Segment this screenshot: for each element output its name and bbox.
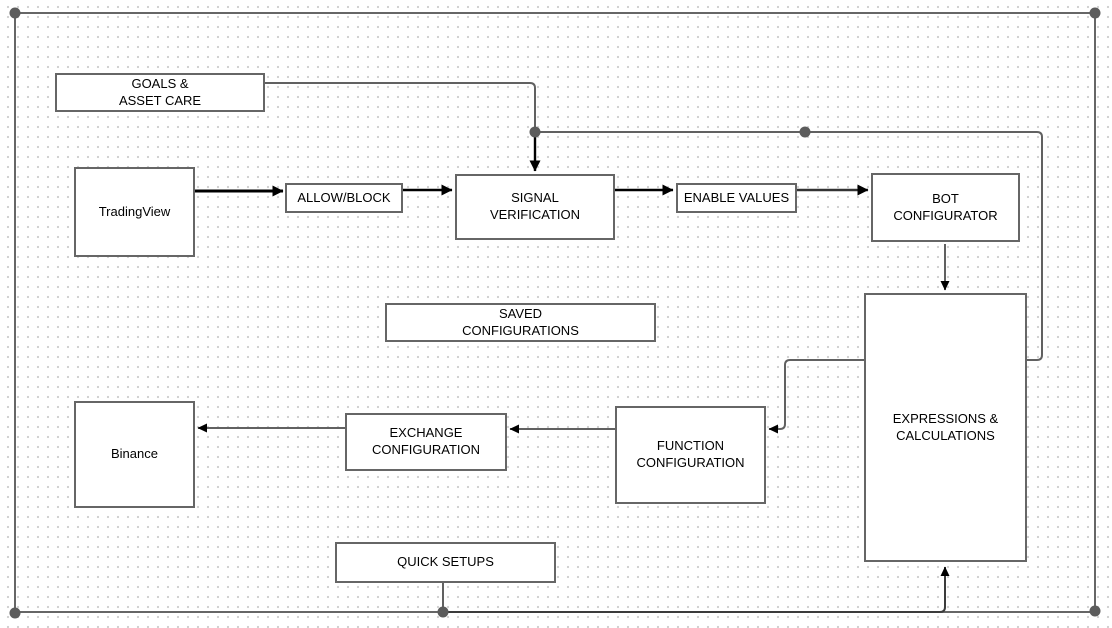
node-enable-values-label: ENABLE VALUES: [683, 189, 790, 205]
node-saved-configurations-label: SAVED CONFIGURATIONS: [462, 305, 579, 338]
node-tradingview-label: TradingView: [98, 203, 171, 219]
corner-dot-top-left[interactable]: [9, 7, 21, 19]
node-goals-asset-care-label: GOALS & ASSET CARE: [118, 75, 202, 108]
node-signal-verification-label: SIGNAL VERIFICATION: [489, 190, 581, 222]
edge-quicksetups-to-expressions[interactable]: [443, 566, 950, 613]
waypoint-dot-bottom-line[interactable]: [437, 606, 449, 618]
corner-dot-bottom-right[interactable]: [1089, 605, 1101, 617]
edge-goals-to-droppoint[interactable]: [265, 82, 536, 127]
node-enable-values[interactable]: ENABLE VALUES: [676, 183, 797, 213]
corner-dot-top-right[interactable]: [1089, 7, 1101, 19]
node-tradingview[interactable]: TradingView: [74, 167, 195, 257]
node-saved-configurations[interactable]: SAVED CONFIGURATIONS: [385, 303, 656, 342]
edge-rightside-to-expressions[interactable]: [535, 131, 1043, 361]
node-exchange-configuration-label: EXCHANGE CONFIGURATION: [371, 425, 481, 457]
node-function-configuration-label: FUNCTION CONFIGURATION: [636, 438, 745, 470]
node-allow-block-label: ALLOW/BLOCK: [297, 189, 391, 205]
waypoint-dot-top-line[interactable]: [799, 126, 811, 138]
waypoint-dot-signal-branch[interactable]: [529, 126, 541, 138]
edge-expressions-to-function[interactable]: [768, 359, 864, 434]
node-expressions-calculations-label: EXPRESSIONS & CALCULATIONS: [892, 410, 999, 443]
node-exchange-configuration[interactable]: EXCHANGE CONFIGURATION: [345, 413, 507, 471]
node-expressions-calculations[interactable]: EXPRESSIONS & CALCULATIONS: [864, 293, 1027, 562]
node-bot-configurator-label: BOT CONFIGURATOR: [893, 190, 998, 223]
node-quick-setups[interactable]: QUICK SETUPS: [335, 542, 556, 583]
node-function-configuration[interactable]: FUNCTION CONFIGURATION: [615, 406, 766, 504]
node-signal-verification[interactable]: SIGNAL VERIFICATION: [455, 174, 615, 240]
node-binance-label: Binance: [111, 446, 158, 462]
corner-dot-bottom-left[interactable]: [9, 607, 21, 619]
node-allow-block[interactable]: ALLOW/BLOCK: [285, 183, 403, 213]
node-quick-setups-label: QUICK SETUPS: [397, 554, 494, 570]
node-binance[interactable]: Binance: [74, 401, 195, 508]
node-bot-configurator[interactable]: BOT CONFIGURATOR: [871, 173, 1020, 242]
node-goals-asset-care[interactable]: GOALS & ASSET CARE: [55, 73, 265, 112]
